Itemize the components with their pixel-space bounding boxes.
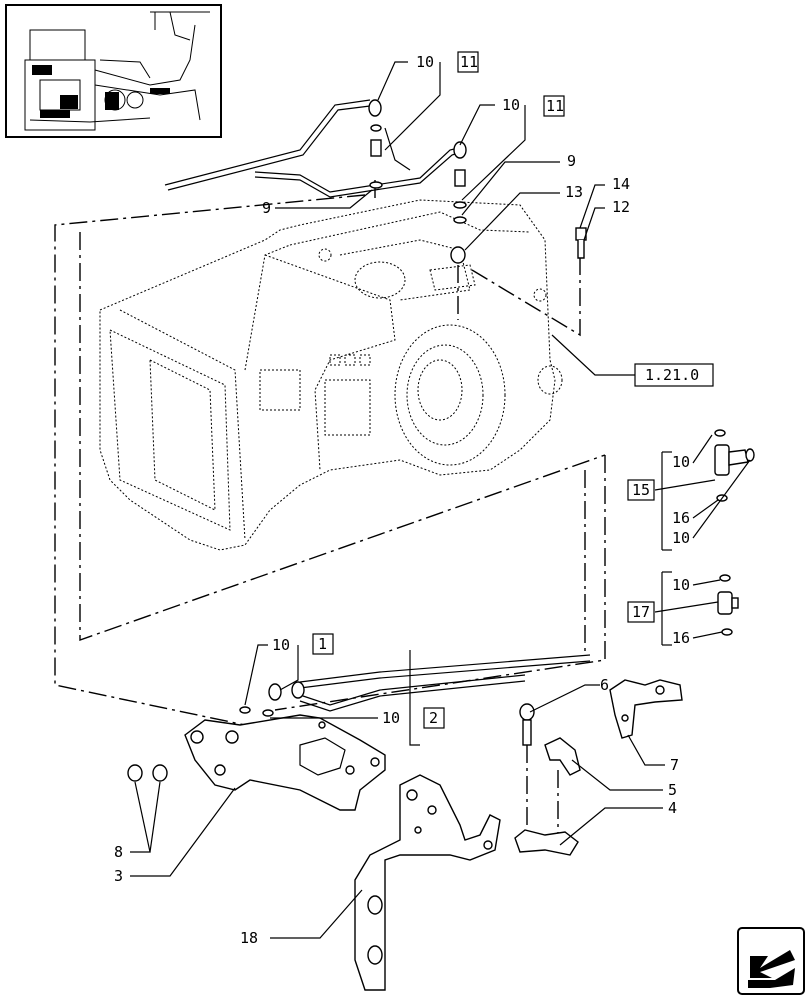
callout-12: 12 xyxy=(612,198,630,216)
callout-9a: 9 xyxy=(262,199,271,217)
right-fittings xyxy=(714,429,755,636)
callout-9b: 9 xyxy=(567,152,576,170)
leader-lines xyxy=(130,61,751,939)
callout-17: 17 xyxy=(632,603,650,621)
callout-18: 18 xyxy=(240,929,258,947)
callout-10b: 10 xyxy=(502,96,520,114)
callout-15: 15 xyxy=(632,481,650,499)
callout-11b: 11 xyxy=(546,97,564,115)
callout-8: 8 xyxy=(114,843,123,861)
next-page-arrow-icon[interactable] xyxy=(737,927,805,995)
callout-box-11b xyxy=(543,95,565,117)
bracket-18 xyxy=(354,774,501,991)
transmission-housing xyxy=(99,199,563,551)
callout-3: 3 xyxy=(114,867,123,885)
callout-16b: 16 xyxy=(672,629,690,647)
callout-5: 5 xyxy=(668,781,677,799)
clamp-parts xyxy=(514,679,683,856)
callout-11a: 11 xyxy=(460,53,478,71)
callout-13: 13 xyxy=(565,183,583,201)
lower-pipes xyxy=(239,654,591,717)
callout-box-1 xyxy=(312,633,334,655)
callout-10c: 10 xyxy=(672,453,690,471)
assembly-thumbnail-icon[interactable] xyxy=(5,4,222,138)
callout-10f: 10 xyxy=(272,636,290,654)
callout-box-2 xyxy=(423,707,445,729)
callout-10d: 10 xyxy=(672,529,690,547)
callout-14: 14 xyxy=(612,175,630,193)
reference-box[interactable] xyxy=(634,363,714,387)
callout-labels: 10 11 10 11 9 9 13 14 12 1.21.0 10 15 16… xyxy=(114,51,714,947)
callout-10a: 10 xyxy=(416,53,434,71)
callout-box-17 xyxy=(627,601,655,623)
callout-16a: 16 xyxy=(672,509,690,527)
bracket-3 xyxy=(127,714,386,811)
callout-10e: 10 xyxy=(672,576,690,594)
callout-1: 1 xyxy=(318,635,327,653)
upper-pipes xyxy=(164,99,459,198)
reference-label[interactable]: 1.21.0 xyxy=(645,366,699,384)
connection-lines xyxy=(54,180,606,726)
callout-4: 4 xyxy=(668,799,677,817)
callout-box-15 xyxy=(627,479,655,501)
callout-7: 7 xyxy=(670,756,679,774)
callout-box-11a xyxy=(457,51,479,73)
callout-10g: 10 xyxy=(382,709,400,727)
upper-fittings xyxy=(368,99,587,264)
callout-6: 6 xyxy=(600,676,609,694)
callout-2: 2 xyxy=(429,709,438,727)
